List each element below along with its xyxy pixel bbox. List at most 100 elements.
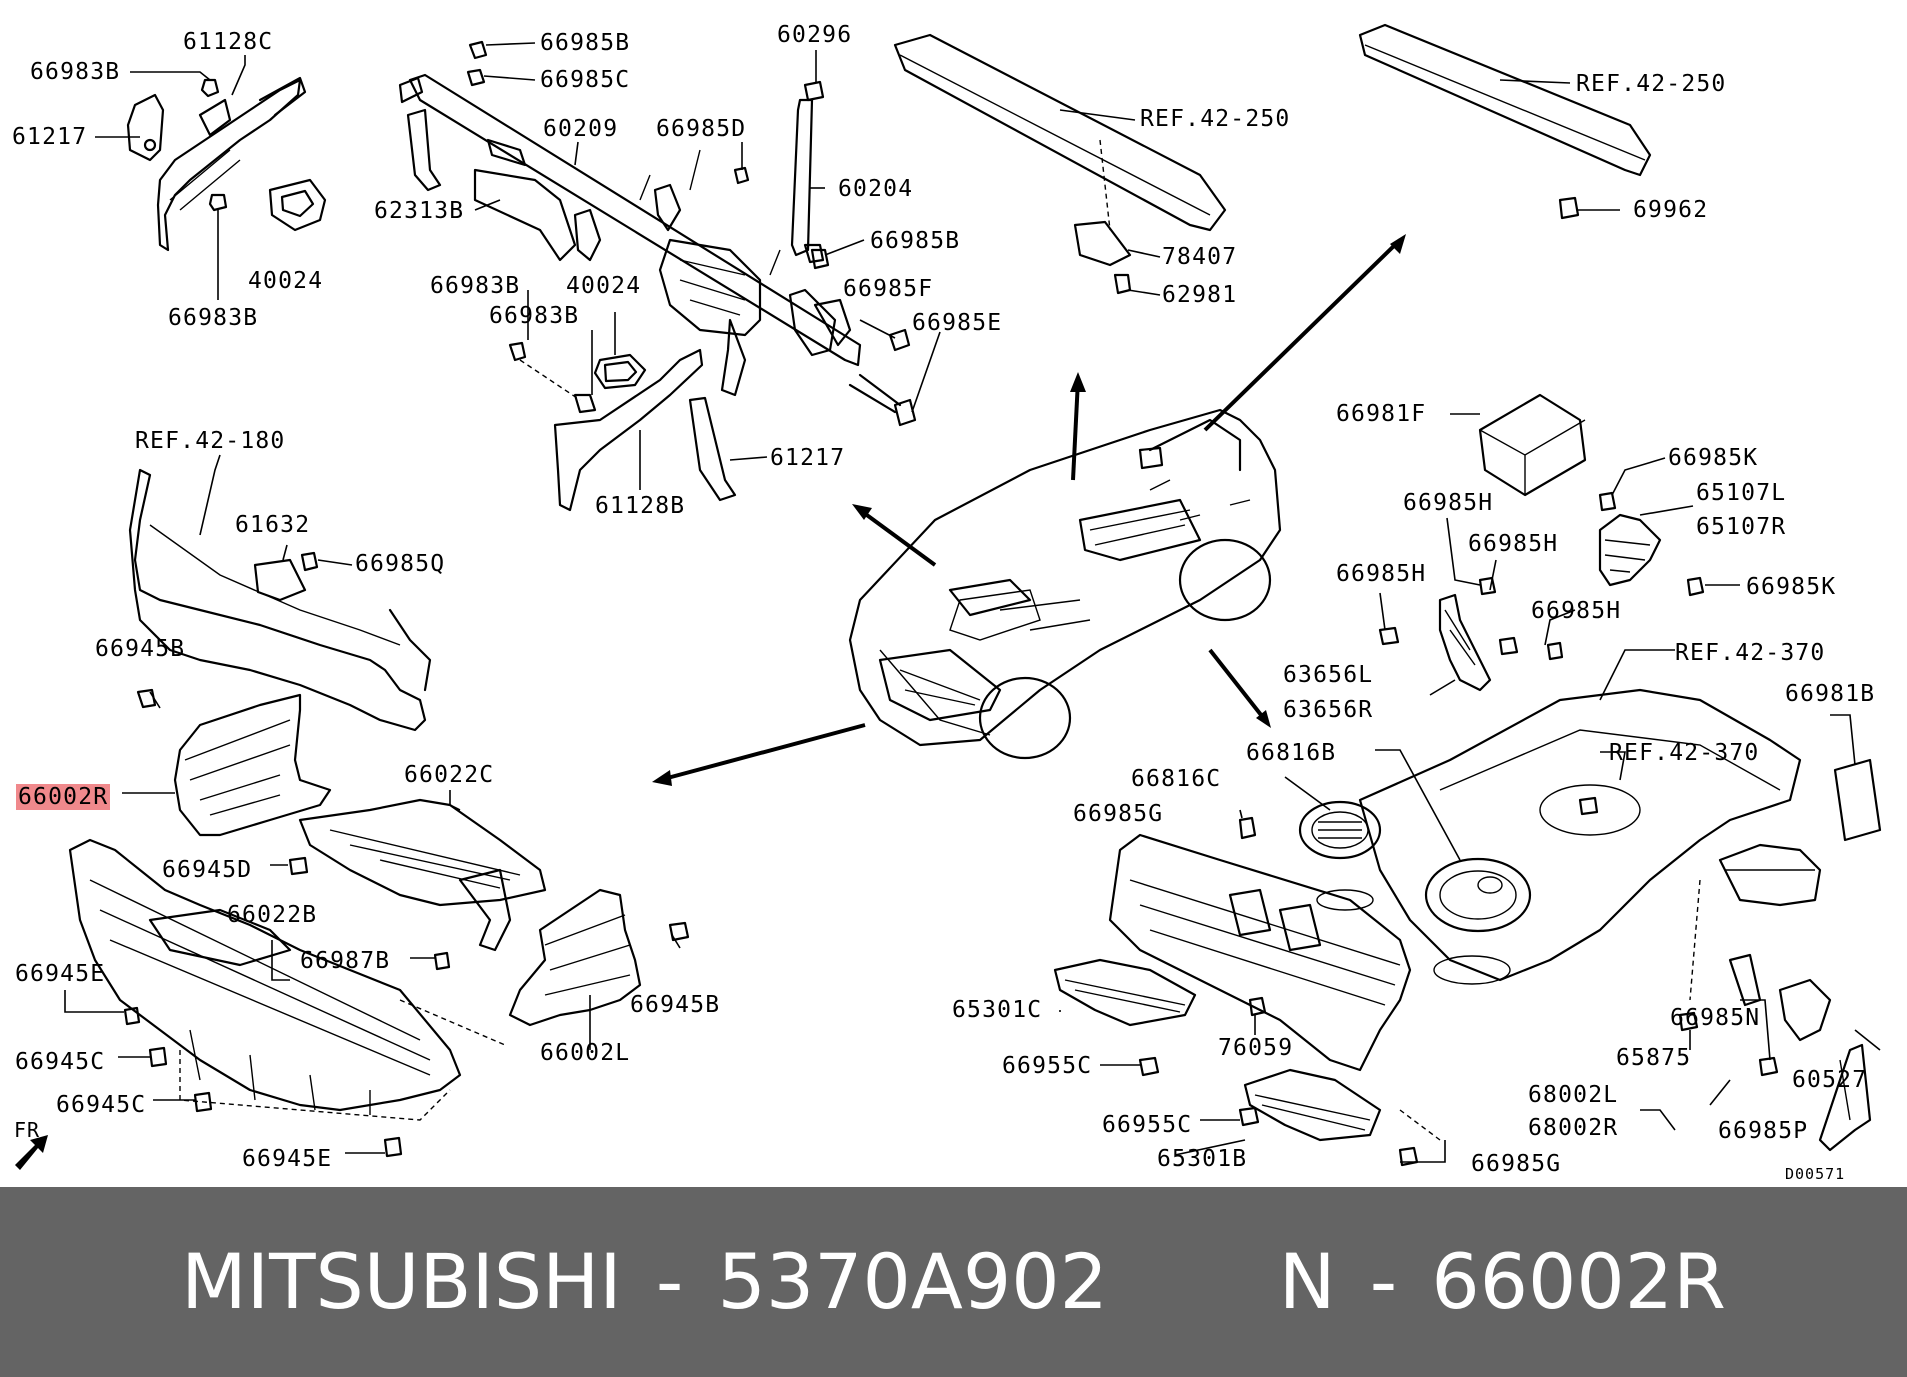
label-66945B-2: 66945B — [630, 992, 721, 1018]
label-65107L: 65107L — [1696, 480, 1787, 506]
label-66985K-2: 66985K — [1746, 574, 1837, 600]
bracket-63656-drawing — [1378, 576, 1564, 692]
label-60204: 60204 — [838, 176, 914, 202]
label-66985C: 66985C — [540, 67, 631, 93]
label-68002L: 68002L — [1528, 1082, 1619, 1108]
cover-65301b-drawing — [1243, 1068, 1382, 1142]
label-68002R: 68002R — [1528, 1115, 1619, 1141]
footer-caption: MITSUBISHI - 5370A902 N - 66002R — [0, 1187, 1907, 1377]
label-66955C-1: 66955C — [1002, 1053, 1093, 1079]
leaders-top-left — [95, 55, 246, 300]
label-61217-2: 61217 — [770, 445, 846, 471]
label-61632: 61632 — [235, 512, 311, 538]
grommet-66816-drawing — [1298, 800, 1532, 985]
panel-ref-42-250-drawing — [893, 33, 1227, 295]
label-66985F: 66985F — [843, 276, 934, 302]
label-ref-42-370-1: REF.42-370 — [1675, 640, 1826, 666]
panel-ref-42-250-right-drawing — [1358, 23, 1652, 220]
label-66945C-1: 66945C — [15, 1049, 106, 1075]
label-66985Q: 66985Q — [355, 551, 446, 577]
label-66816C: 66816C — [1131, 766, 1222, 792]
label-63656L: 63656L — [1283, 662, 1374, 688]
label-66816B: 66816B — [1246, 740, 1337, 766]
label-65107R: 65107R — [1696, 514, 1787, 540]
block-66981f-drawing — [1478, 393, 1587, 497]
label-66983B-2: 66983B — [168, 305, 259, 331]
label-66985H-1: 66985H — [1403, 490, 1494, 516]
under-cover-66022c-drawing — [298, 798, 547, 952]
label-ref-42-370-2: REF.42-370 — [1609, 740, 1760, 766]
label-ref-42-250-2: REF.42-250 — [1576, 71, 1727, 97]
separator: - — [621, 1237, 718, 1326]
label-61217-1: 61217 — [12, 124, 88, 150]
label-61128B: 61128B — [595, 493, 686, 519]
leaders-top-middle — [474, 42, 941, 413]
label-66983B-3: 66983B — [430, 273, 521, 299]
car-body-drawing — [848, 408, 1282, 760]
block-66981b-drawing — [1833, 758, 1882, 842]
label-66945E-1: 66945E — [15, 961, 106, 987]
label-66985G-1: 66985G — [1073, 801, 1164, 827]
label-66983B-4: 66983B — [489, 303, 580, 329]
front-bumper-frame-drawing — [68, 838, 462, 1121]
under-cover-66002r-drawing — [136, 688, 332, 837]
label-66985K-1: 66985K — [1668, 445, 1759, 471]
bracket-61128b-drawing — [508, 341, 737, 512]
label-60527: 60527 — [1792, 1067, 1868, 1093]
footer-bar: MITSUBISHI - 5370A902 N - 66002R — [0, 1187, 1907, 1377]
label-40024-2: 40024 — [566, 273, 642, 299]
bracket-61128c-drawing — [126, 76, 327, 252]
position-code: 66002R — [1431, 1237, 1726, 1326]
label-66981F: 66981F — [1336, 401, 1427, 427]
label-63656R: 63656R — [1283, 697, 1374, 723]
label-66945C-2: 66945C — [56, 1092, 147, 1118]
fasteners-lower-left — [123, 856, 451, 1158]
label-66987B: 66987B — [300, 948, 391, 974]
label-66945E-2: 66945E — [242, 1146, 333, 1172]
separator-2: - — [1335, 1237, 1432, 1326]
label-66945D: 66945D — [162, 857, 253, 883]
part-number: 5370A902 — [717, 1237, 1108, 1326]
label-61128C: 61128C — [183, 29, 274, 55]
label-65301B: 65301B — [1157, 1146, 1248, 1172]
front-direction-arrow — [15, 1135, 48, 1170]
label-ref-42-180: REF.42-180 — [135, 428, 286, 454]
label-65875: 65875 — [1616, 1045, 1692, 1071]
cover-65301c-drawing — [1053, 958, 1197, 1027]
label-66002R-highlighted: 66002R — [16, 784, 111, 810]
label-66983B-1: 66983B — [30, 59, 121, 85]
cross-member-drawing — [398, 40, 917, 427]
label-66985P: 66985P — [1718, 1118, 1809, 1144]
label-66985N: 66985N — [1670, 1005, 1761, 1031]
label-76059: 76059 — [1218, 1035, 1294, 1061]
label-66985B-2: 66985B — [870, 228, 961, 254]
brace-65107-drawing — [1598, 491, 1705, 597]
leaders-mid-left — [527, 290, 768, 490]
brand-name: MITSUBISHI — [181, 1237, 622, 1326]
label-66945B-1: 66945B — [95, 636, 186, 662]
label-66985G-2: 66985G — [1471, 1151, 1562, 1177]
label-65301C: 65301C — [952, 997, 1043, 1023]
label-66022C: 66022C — [404, 762, 495, 788]
label-66985E: 66985E — [912, 310, 1003, 336]
label-66985B-1: 66985B — [540, 30, 631, 56]
label-66985H-3: 66985H — [1336, 561, 1427, 587]
rear-panel-drawing — [1108, 816, 1412, 1072]
label-40024-1: 40024 — [248, 268, 324, 294]
label-66955C-2: 66955C — [1102, 1112, 1193, 1138]
leaders-right — [1059, 413, 1881, 1163]
floor-panel-ref-42-370-drawing — [1358, 688, 1822, 982]
leaders-lower-left — [64, 691, 681, 1154]
label-66981B: 66981B — [1785, 681, 1876, 707]
label-66002L: 66002L — [540, 1040, 631, 1066]
drawing-code: D00571 — [1785, 1165, 1846, 1183]
front-marker-label: FR — [14, 1118, 41, 1142]
label-60296: 60296 — [777, 22, 853, 48]
parts-diagram: 66983B 61128C 61217 40024 66983B 66985B … — [12, 22, 1882, 1183]
label-66985H-2: 66985H — [1468, 531, 1559, 557]
panel-ref-42-180-drawing — [128, 468, 432, 732]
label-66022B: 66022B — [227, 902, 318, 928]
position-prefix: N — [1278, 1237, 1336, 1326]
label-ref-42-250-1: REF.42-250 — [1140, 106, 1291, 132]
label-78407: 78407 — [1162, 244, 1238, 270]
